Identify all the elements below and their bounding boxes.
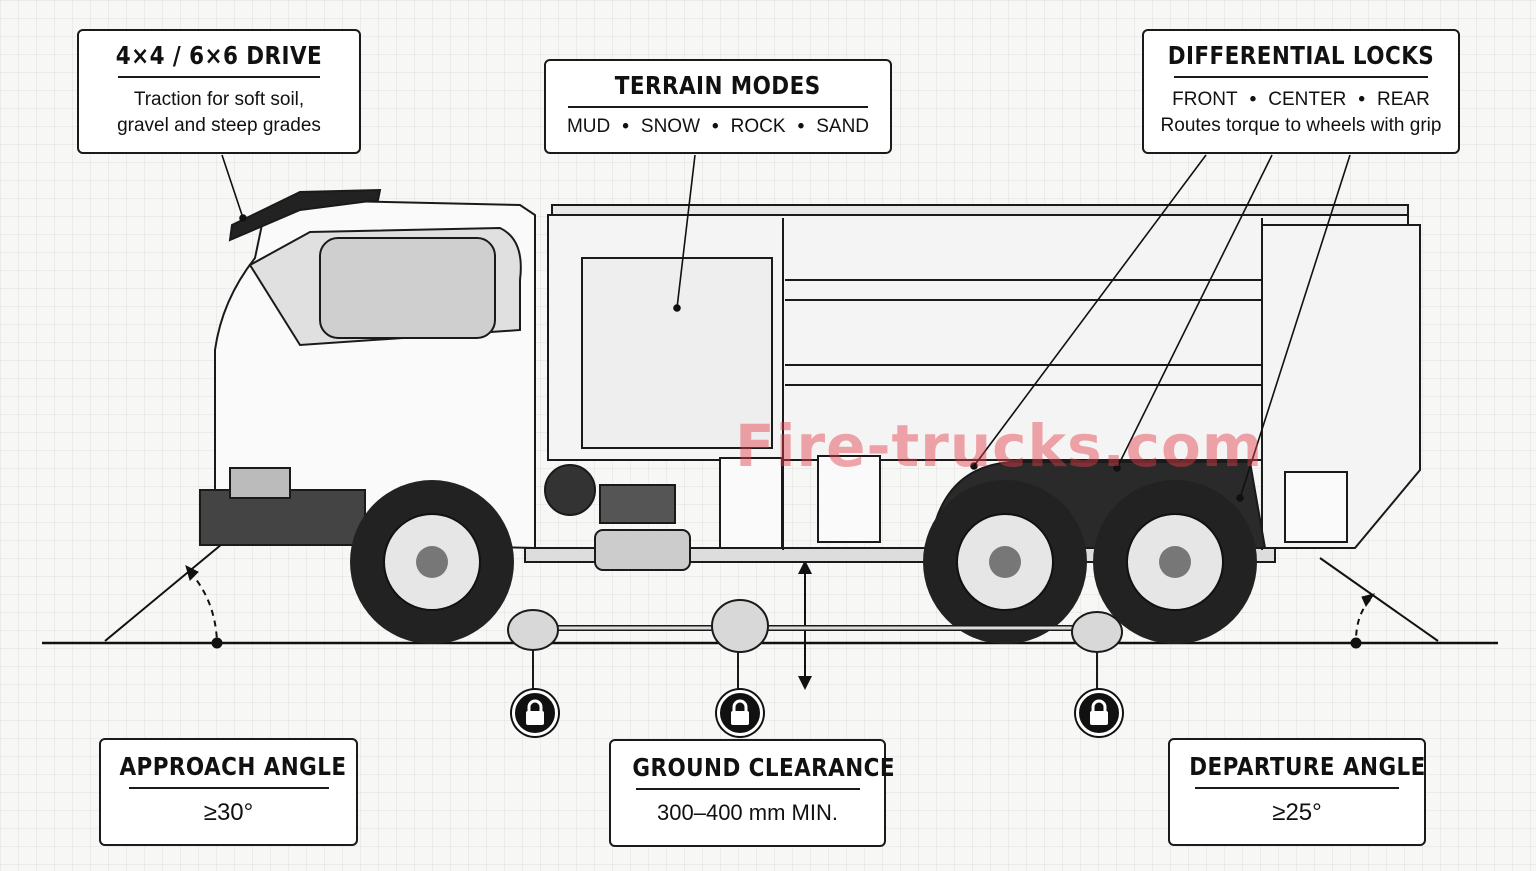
front-differential: [507, 609, 559, 651]
approach-angle-callout: APPROACH ANGLE ≥30°: [99, 738, 358, 846]
approach-angle-title: APPROACH ANGLE: [119, 752, 347, 781]
departure-angle-title: DEPARTURE ANGLE: [1189, 752, 1426, 781]
terrain-mode: SAND: [816, 116, 870, 137]
terrain-callout: TERRAIN MODES MUD • SNOW • ROCK • SAND: [544, 59, 892, 154]
departure-angle-value: ≥25°: [1272, 799, 1322, 826]
rear-wheel: [1093, 480, 1257, 644]
watermark: Fire-trucks.com: [735, 412, 1264, 480]
diff-locks-divider: [1174, 76, 1428, 78]
lock-location: REAR: [1377, 89, 1430, 110]
ground-clearance-value: 300–400 mm MIN.: [657, 800, 838, 825]
lock-location: FRONT: [1172, 89, 1238, 110]
lock-icon: [512, 690, 558, 736]
diff-locks-title: DIFFERENTIAL LOCKS: [1167, 41, 1435, 70]
separator: •: [622, 116, 629, 137]
center-differential: [711, 599, 769, 653]
separator: •: [797, 116, 805, 137]
terrain-mode: SNOW: [640, 116, 701, 137]
leader-lines: [221, 154, 1351, 502]
terrain-mode: MUD: [566, 116, 611, 137]
lock-icon: [717, 690, 763, 736]
diff-locks-description: Routes torque to wheels with grip: [1160, 115, 1442, 136]
separator: •: [1249, 89, 1257, 110]
drive-title: 4×4 / 6×6 DRIVE: [115, 41, 323, 70]
departure-angle-divider: [1195, 787, 1399, 789]
approach-angle-divider: [128, 787, 329, 789]
separator: •: [1358, 89, 1366, 110]
ground-clearance-title: GROUND CLEARANCE: [632, 753, 895, 782]
approach-angle-value: ≥30°: [203, 799, 254, 826]
middle-wheel: [923, 480, 1087, 644]
ground-clearance-callout: GROUND CLEARANCE 300–400 mm MIN.: [609, 739, 895, 847]
terrain-divider: [568, 106, 868, 108]
drivetrain: [507, 599, 1123, 692]
departure-angle-callout: DEPARTURE ANGLE ≥25°: [1168, 738, 1426, 846]
wheels: [350, 480, 1257, 644]
lock-location: CENTER: [1268, 89, 1347, 110]
approach-angle-marker: [104, 543, 223, 649]
departure-angle-marker: [1319, 557, 1439, 649]
rear-differential: [1071, 611, 1123, 653]
drive-line-1: Traction for soft soil,: [133, 89, 305, 110]
ground-clearance-divider: [635, 788, 860, 790]
drive-divider: [118, 76, 320, 78]
drive-callout: 4×4 / 6×6 DRIVE Traction for soft soil, …: [77, 29, 361, 154]
drive-line-2: gravel and steep grades: [117, 115, 321, 136]
terrain-title: TERRAIN MODES: [615, 71, 821, 100]
front-wheel: [350, 480, 514, 644]
separator: •: [712, 116, 719, 137]
diff-locks-callout: DIFFERENTIAL LOCKS FRONT • CENTER • REAR Rou…: [1142, 29, 1460, 154]
terrain-mode: ROCK: [730, 116, 786, 137]
lock-icon: [1076, 690, 1122, 736]
